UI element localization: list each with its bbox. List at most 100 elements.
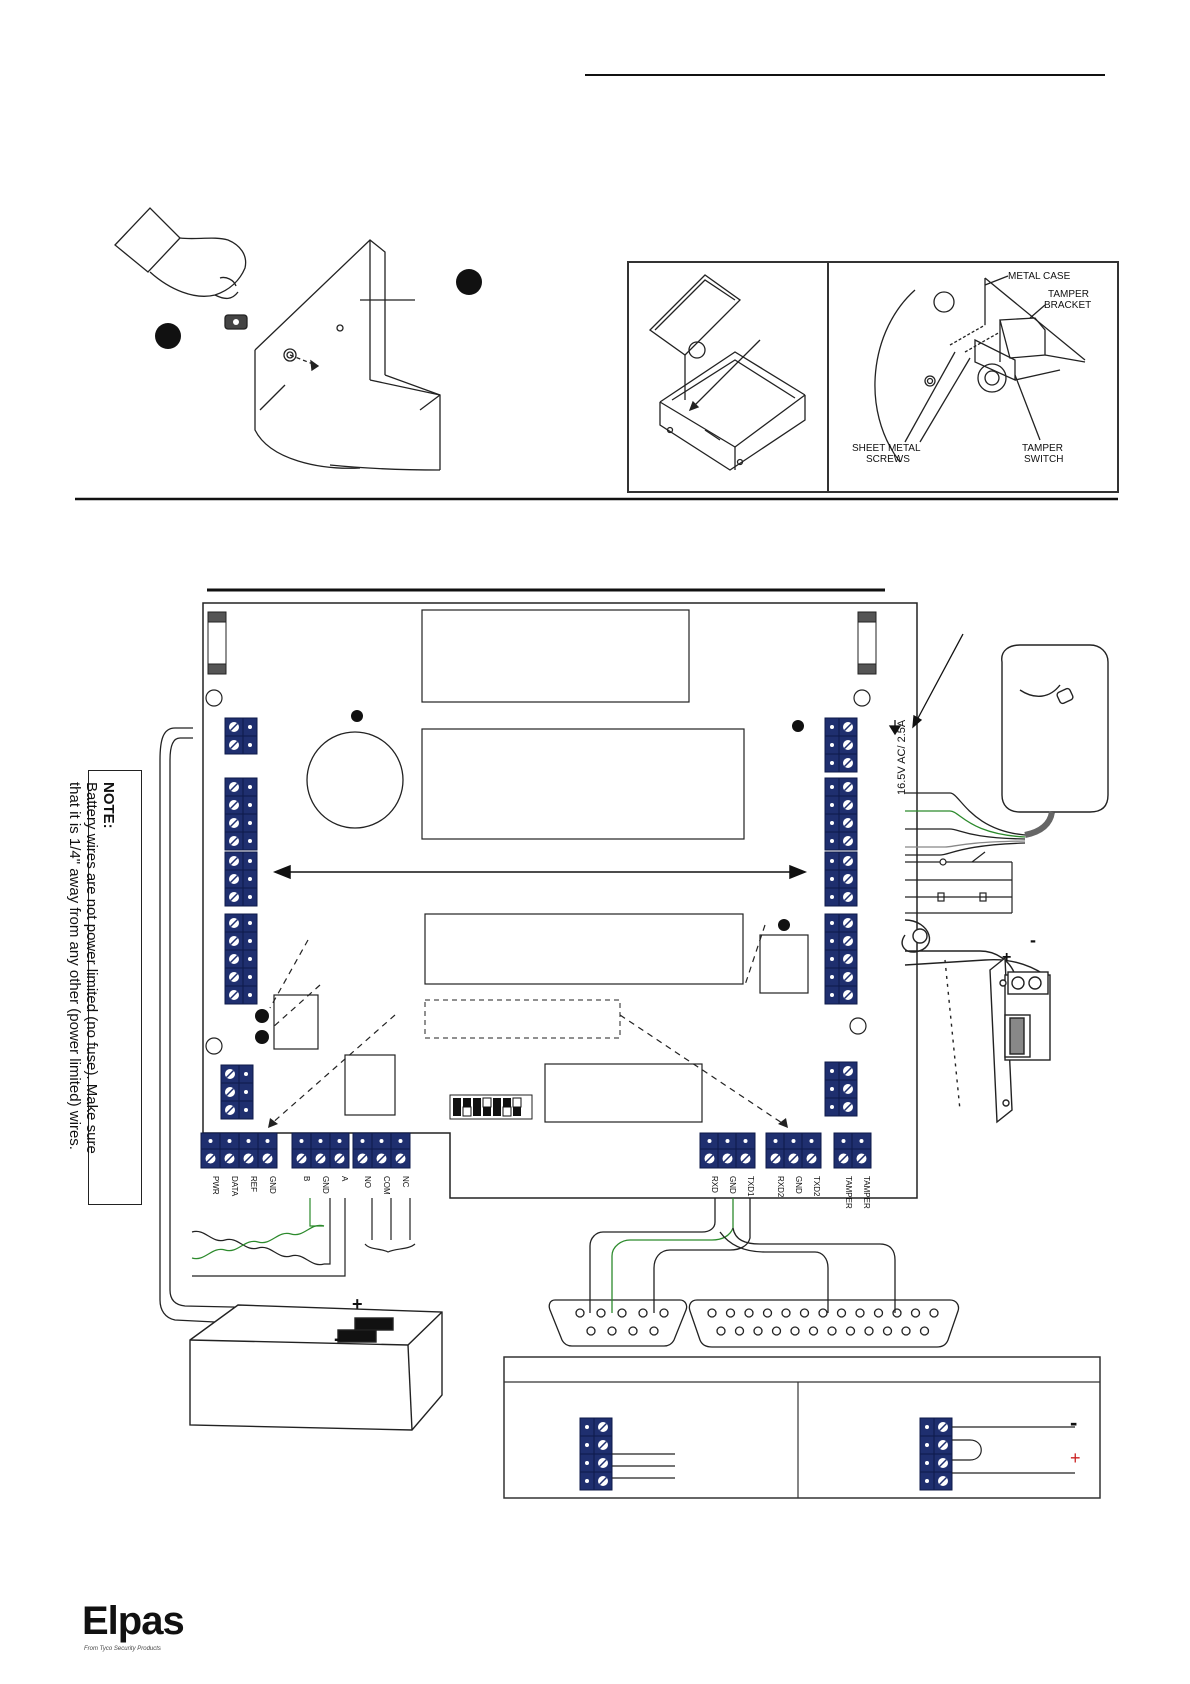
- terminal-labels: PWR DATA REF GND B GND A NO COM NC RXD GND TXD1 RXD2 G…: [211, 1176, 871, 1209]
- terminal-cell: [765, 1132, 786, 1169]
- terminal-cell: [851, 1132, 872, 1169]
- terminal-label: TAMPER: [862, 1176, 871, 1209]
- label-tamper-bracket-2: BRACKET: [1044, 300, 1091, 311]
- electric-strike: [901, 919, 1051, 1124]
- db25-pin: [836, 1308, 847, 1318]
- db25-pin: [716, 1326, 726, 1336]
- label-tamper-bracket-1: TAMPER: [1048, 289, 1089, 300]
- battery-minus: -: [334, 1328, 341, 1350]
- enclosure-illustration: [648, 274, 806, 471]
- terminal-cell: [219, 1132, 240, 1169]
- bottom-minus: -: [1070, 1410, 1077, 1435]
- terminal-label: A: [340, 1176, 349, 1182]
- twisted-wires: [191, 1198, 346, 1277]
- terminal-label: TXD1: [746, 1176, 755, 1197]
- terminal-label: PWR: [211, 1176, 220, 1195]
- terminal-cell: [699, 1132, 720, 1169]
- note-title: NOTE:: [100, 782, 117, 829]
- db25-pin: [901, 1326, 911, 1336]
- label-sheet-metal-2: SCREWS: [866, 454, 910, 465]
- terminal-label: B: [302, 1176, 311, 1181]
- db25-pin: [771, 1326, 782, 1336]
- db25-pin: [882, 1326, 893, 1336]
- terminal-label: REF: [249, 1176, 258, 1192]
- led-dots: [255, 710, 804, 1044]
- terminal-label: RXD: [710, 1176, 719, 1193]
- db9-connector: [548, 1299, 688, 1347]
- db25-pin: [808, 1326, 819, 1336]
- terminal-cell: [390, 1132, 411, 1169]
- card-reader: [1001, 644, 1109, 838]
- terminal-cell: [735, 1132, 756, 1169]
- note-line-1: Battery wires are not power limited (no …: [83, 782, 100, 1154]
- terminal-label: NO: [363, 1176, 372, 1188]
- note-line-2: that it is 1/4" away from any other (pow…: [66, 782, 83, 1150]
- db25-pin: [929, 1308, 939, 1318]
- db25-pin: [864, 1326, 874, 1336]
- terminal-cell: [329, 1132, 350, 1169]
- lock-minus: -: [1030, 930, 1036, 950]
- width-arrow: [272, 864, 808, 880]
- brand-logo: Elpas: [82, 1599, 185, 1643]
- terminal-cell: [717, 1132, 738, 1169]
- terminal-label: GND: [321, 1176, 330, 1194]
- db25-pin: [919, 1326, 930, 1336]
- backup-battery: [306, 731, 404, 829]
- power-label: 16.5V AC/ 2.5A: [896, 719, 908, 795]
- fuse-right: [857, 611, 877, 675]
- db25-pin: [799, 1308, 810, 1318]
- terminal-cell: [238, 1132, 259, 1169]
- label-tamper-switch-1: TAMPER: [1022, 443, 1063, 454]
- terminal-label: GND: [728, 1176, 737, 1194]
- db25-connector: [688, 1299, 960, 1348]
- db25-pin: [762, 1308, 773, 1318]
- db25-pin: [818, 1308, 828, 1318]
- db25-pin: [845, 1326, 856, 1336]
- label-sheet-metal-1: SHEET METAL: [852, 443, 921, 454]
- key-lock-illustration: [114, 207, 441, 471]
- terminal-cell: [310, 1132, 331, 1169]
- db25-pin: [781, 1308, 791, 1318]
- db25-pin: [744, 1308, 754, 1318]
- terminal-cell: [371, 1132, 392, 1169]
- terminal-cell: [833, 1132, 854, 1169]
- db25-pin: [855, 1308, 865, 1318]
- bottom-plus: +: [1070, 1448, 1081, 1468]
- tamper-panel: [627, 261, 1119, 493]
- terminal-label: RXD2: [776, 1176, 785, 1198]
- db25-pin: [892, 1308, 902, 1318]
- terminal-cell: [291, 1132, 312, 1169]
- terminal-label: DATA: [230, 1176, 239, 1197]
- db25-pin: [790, 1326, 800, 1336]
- battery-wires: [159, 727, 376, 1331]
- terminal-cell: [352, 1132, 373, 1169]
- label-metal-case: METAL CASE: [1008, 271, 1071, 282]
- db25-pin: [910, 1308, 921, 1318]
- terminal-label: COM: [382, 1176, 391, 1195]
- note-text: NOTE: Battery wires are not power limite…: [66, 782, 117, 1202]
- door-contacts: [905, 851, 1013, 914]
- brand-tagline: From Tyco Security Products: [84, 1646, 161, 1652]
- battery-plus: +: [352, 1294, 363, 1314]
- step-1-marker: [155, 323, 181, 349]
- terminal-label: NC: [401, 1176, 410, 1188]
- mounting-holes: [205, 689, 871, 1055]
- terminal-cell: [783, 1132, 804, 1169]
- db25-pin: [734, 1326, 745, 1336]
- label-tamper-switch-2: SWITCH: [1024, 454, 1063, 465]
- terminal-label: TXD2: [812, 1176, 821, 1197]
- ic-chips: [273, 609, 809, 1123]
- terminal-label: TAMPER: [844, 1176, 853, 1209]
- fuse-left: [207, 611, 227, 675]
- terminal-cell: [200, 1132, 221, 1169]
- db25-pin: [873, 1308, 884, 1318]
- db25-pin: [725, 1308, 736, 1318]
- terminal-label: GND: [268, 1176, 277, 1194]
- terminal-label: GND: [794, 1176, 803, 1194]
- terminal-cell: [257, 1132, 278, 1169]
- lock-plus: +: [1002, 949, 1011, 966]
- terminal-cell: [801, 1132, 822, 1169]
- dip-switch: [449, 1094, 533, 1120]
- db25-pin: [753, 1326, 763, 1336]
